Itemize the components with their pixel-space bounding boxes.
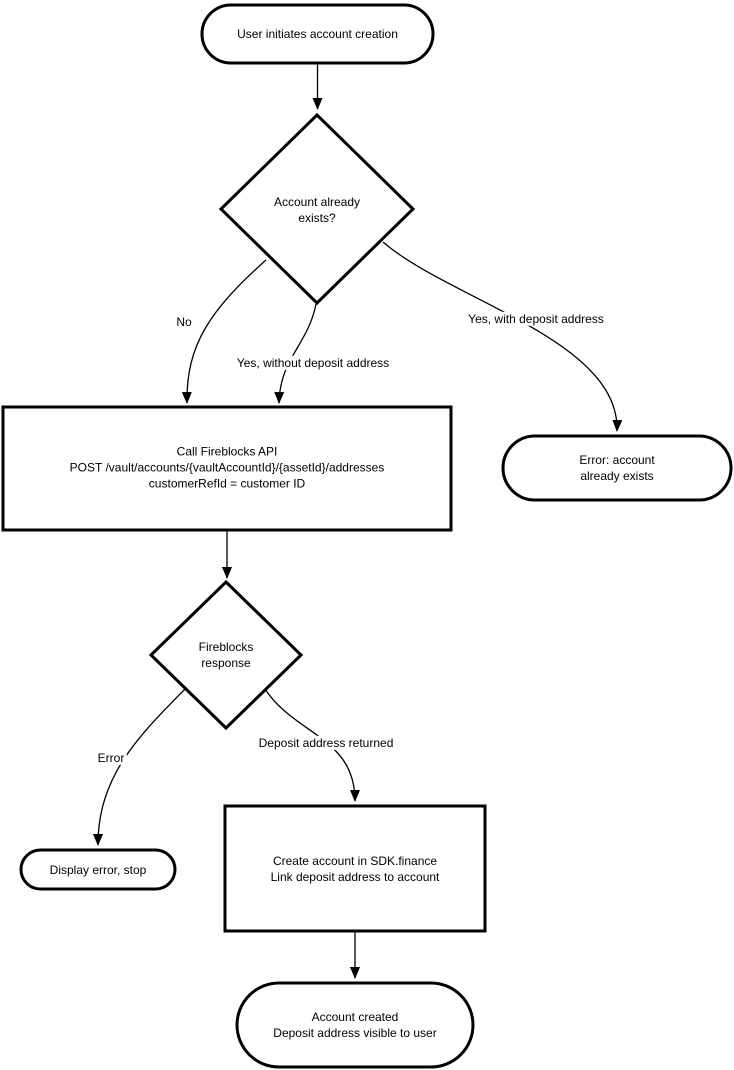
edge-no-to-call-fireblocks — [181, 259, 267, 404]
node-fireblocks-response-shape — [148, 579, 304, 731]
node-error-account-exists-shape — [501, 434, 733, 502]
node-fireblocks-response-label: Fireblocks response — [198, 639, 254, 670]
node-create-account-shape — [223, 804, 487, 933]
edge-yes-with-to-error — [382, 241, 623, 432]
node-create-account-label: Create account in SDK.finance Link depos… — [270, 853, 440, 884]
node-display-error-shape — [19, 848, 177, 891]
node-start-label: User initiates account creation — [237, 26, 398, 41]
node-start-shape — [200, 3, 435, 65]
edge-yes-without-to-call-fireblocks — [274, 303, 317, 404]
edge-label-no: No — [174, 314, 194, 330]
node-error-account-exists-label: Error: account already exists — [579, 452, 655, 483]
node-account-exists-shape — [218, 112, 416, 306]
node-account-created-label: Account created Deposit address visible … — [273, 1009, 437, 1040]
edge-label-yes-with-deposit-address: Yes, with deposit address — [466, 311, 606, 327]
edge-label-yes-without-deposit-address: Yes, without deposit address — [234, 355, 392, 371]
edge-error-to-display-error — [93, 688, 186, 846]
node-display-error-label: Display error, stop — [49, 862, 147, 877]
edge-label-deposit-address-returned: Deposit address returned — [256, 735, 396, 751]
node-call-fireblocks-shape — [1, 405, 453, 532]
node-call-fireblocks-label: Call Fireblocks API POST /vault/accounts… — [69, 444, 385, 492]
edge-label-error: Error — [95, 750, 127, 766]
node-account-exists-label: Account already exists? — [273, 194, 361, 225]
node-account-created-shape — [235, 981, 475, 1069]
